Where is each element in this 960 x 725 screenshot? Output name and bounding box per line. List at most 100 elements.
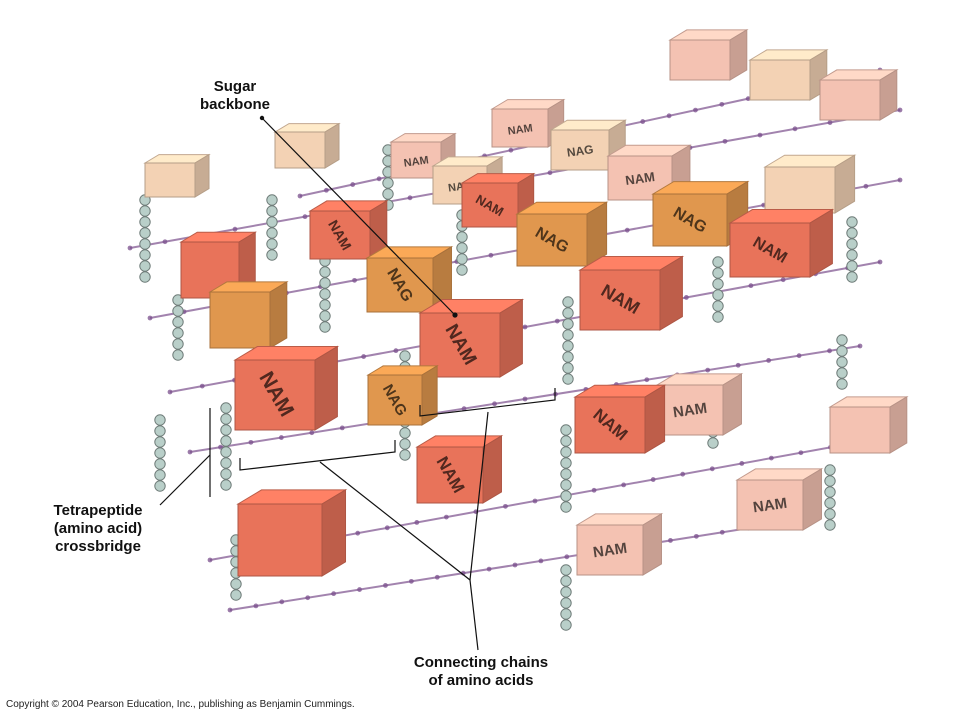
crossbridge-bead	[139, 216, 151, 228]
crossbridge-bead	[139, 260, 151, 272]
block-front-face	[576, 524, 644, 576]
amino-acid-dot	[719, 101, 725, 107]
sugar-block-nam: NAM	[460, 172, 536, 228]
crossbridge-bead	[382, 188, 394, 200]
amino-acid-dot	[503, 503, 508, 509]
amino-acid-dot	[709, 466, 715, 472]
block-label: NAM	[507, 122, 533, 137]
crossbridge-bead	[560, 490, 572, 502]
crossbridge-bead	[846, 271, 858, 283]
crossbridge-bead	[172, 338, 184, 350]
crossbridge-bead	[139, 238, 151, 250]
crossbridge-bead	[560, 468, 572, 480]
amino-acid-dot	[739, 461, 745, 466]
block-side-face	[802, 468, 822, 531]
amino-acid-dot	[621, 482, 627, 488]
block-label: NAM	[403, 154, 429, 169]
crossbridge-bead	[712, 311, 724, 323]
sugar-backbone-label: Sugar backbone	[180, 78, 290, 114]
crossbridge-bead	[562, 362, 574, 374]
crossbridge-bead	[560, 501, 572, 513]
crossbridge-bead	[836, 356, 848, 368]
amino-acid-dot	[323, 187, 329, 193]
block-side-face	[482, 435, 502, 504]
copyright-notice: Copyright © 2004 Pearson Education, Inc.…	[6, 699, 355, 710]
block-front-face	[309, 210, 371, 260]
block-side-face	[324, 122, 340, 169]
crossbridge-bead	[220, 413, 232, 425]
amino-acid-dot	[748, 283, 754, 289]
block-front-face	[819, 79, 881, 121]
crossbridge-bead	[399, 427, 411, 439]
sugar-block	[763, 154, 857, 214]
block-front-face	[367, 374, 423, 426]
crossbridge-bead	[139, 271, 151, 283]
crossbridge-bead	[172, 316, 184, 328]
crossbridge-bead	[319, 288, 331, 300]
amino-acid-dot	[461, 406, 467, 412]
crossbridge-bead	[319, 277, 331, 289]
connecting-chains-label: Connecting chains of amino acids	[396, 654, 566, 690]
sugar-block	[748, 49, 829, 101]
crossbridge-bead	[154, 425, 166, 437]
amino-acid-dot	[591, 487, 597, 493]
amino-acid-dot	[668, 538, 673, 543]
amino-acid-dot	[331, 591, 337, 597]
crossbridge-bead	[382, 177, 394, 189]
crossbridge-bead	[562, 307, 574, 319]
sugar-block-nam: NAM	[233, 345, 340, 431]
crossbridge-bead	[266, 216, 278, 228]
amino-acid-dot	[352, 277, 357, 283]
crossbridge-bead	[266, 249, 278, 261]
sugar-backbone-leader	[261, 117, 456, 316]
crossbridge-bead	[154, 480, 166, 492]
crossbridge-bead	[562, 351, 574, 363]
crossbridge-bead	[846, 238, 858, 250]
block-front-face	[209, 291, 271, 349]
amino-acid-dot	[857, 343, 863, 349]
amino-acid-dot	[722, 138, 728, 144]
amino-acid-dot	[683, 295, 689, 300]
crossbridge-bead	[220, 446, 232, 458]
connecting-bracket-right	[419, 388, 556, 417]
crossbridge-bead	[562, 373, 574, 385]
sugar-backbone-line-1: Sugar	[213, 78, 257, 95]
sugar-block	[208, 281, 289, 349]
amino-acid-dot	[408, 578, 414, 584]
leader-lines	[159, 115, 556, 651]
block-side-face	[642, 513, 662, 576]
sugar-block	[818, 69, 899, 121]
crossbridge-bead	[266, 194, 278, 206]
sugar-block-nam: NAM	[655, 373, 744, 436]
crossbridge-bead	[230, 578, 242, 590]
block-label: NAM	[624, 169, 655, 188]
amino-acid-dot	[486, 566, 492, 572]
block-label: NAG	[566, 142, 594, 160]
amino-acid-dot	[768, 455, 774, 461]
amino-acid-dot	[745, 96, 751, 102]
amino-acid-dot	[187, 449, 193, 455]
sugar-blocks: NAMNAGNAMNAMNAGNAMNAMNAMNAMNAGNAGNAMNAMN…	[143, 29, 909, 577]
connecting-leader-right	[469, 411, 489, 581]
block-front-face	[550, 129, 610, 171]
block-side-face	[314, 345, 338, 431]
crossbridge-bead	[562, 318, 574, 330]
crossbridge-bead	[560, 479, 572, 491]
block-side-face	[659, 255, 683, 331]
crossbridge-bead	[220, 435, 232, 447]
amino-acid-dot	[384, 525, 390, 531]
crossbridge-bead	[562, 296, 574, 308]
sugar-block-nag: NAG	[515, 201, 609, 267]
block-front-face	[829, 406, 891, 454]
amino-acid-dot	[355, 530, 361, 536]
tetrapeptide-line-3: crossbridge	[55, 538, 141, 555]
crossbridge-bead	[712, 256, 724, 268]
amino-acid-dot	[278, 435, 284, 440]
amino-acid-dot	[666, 113, 672, 119]
amino-acid-dot	[199, 383, 205, 389]
block-label: NAM	[592, 540, 628, 562]
amino-acid-dot	[414, 520, 420, 525]
amino-acid-dot	[624, 227, 630, 233]
amino-acid-dot	[796, 353, 802, 359]
